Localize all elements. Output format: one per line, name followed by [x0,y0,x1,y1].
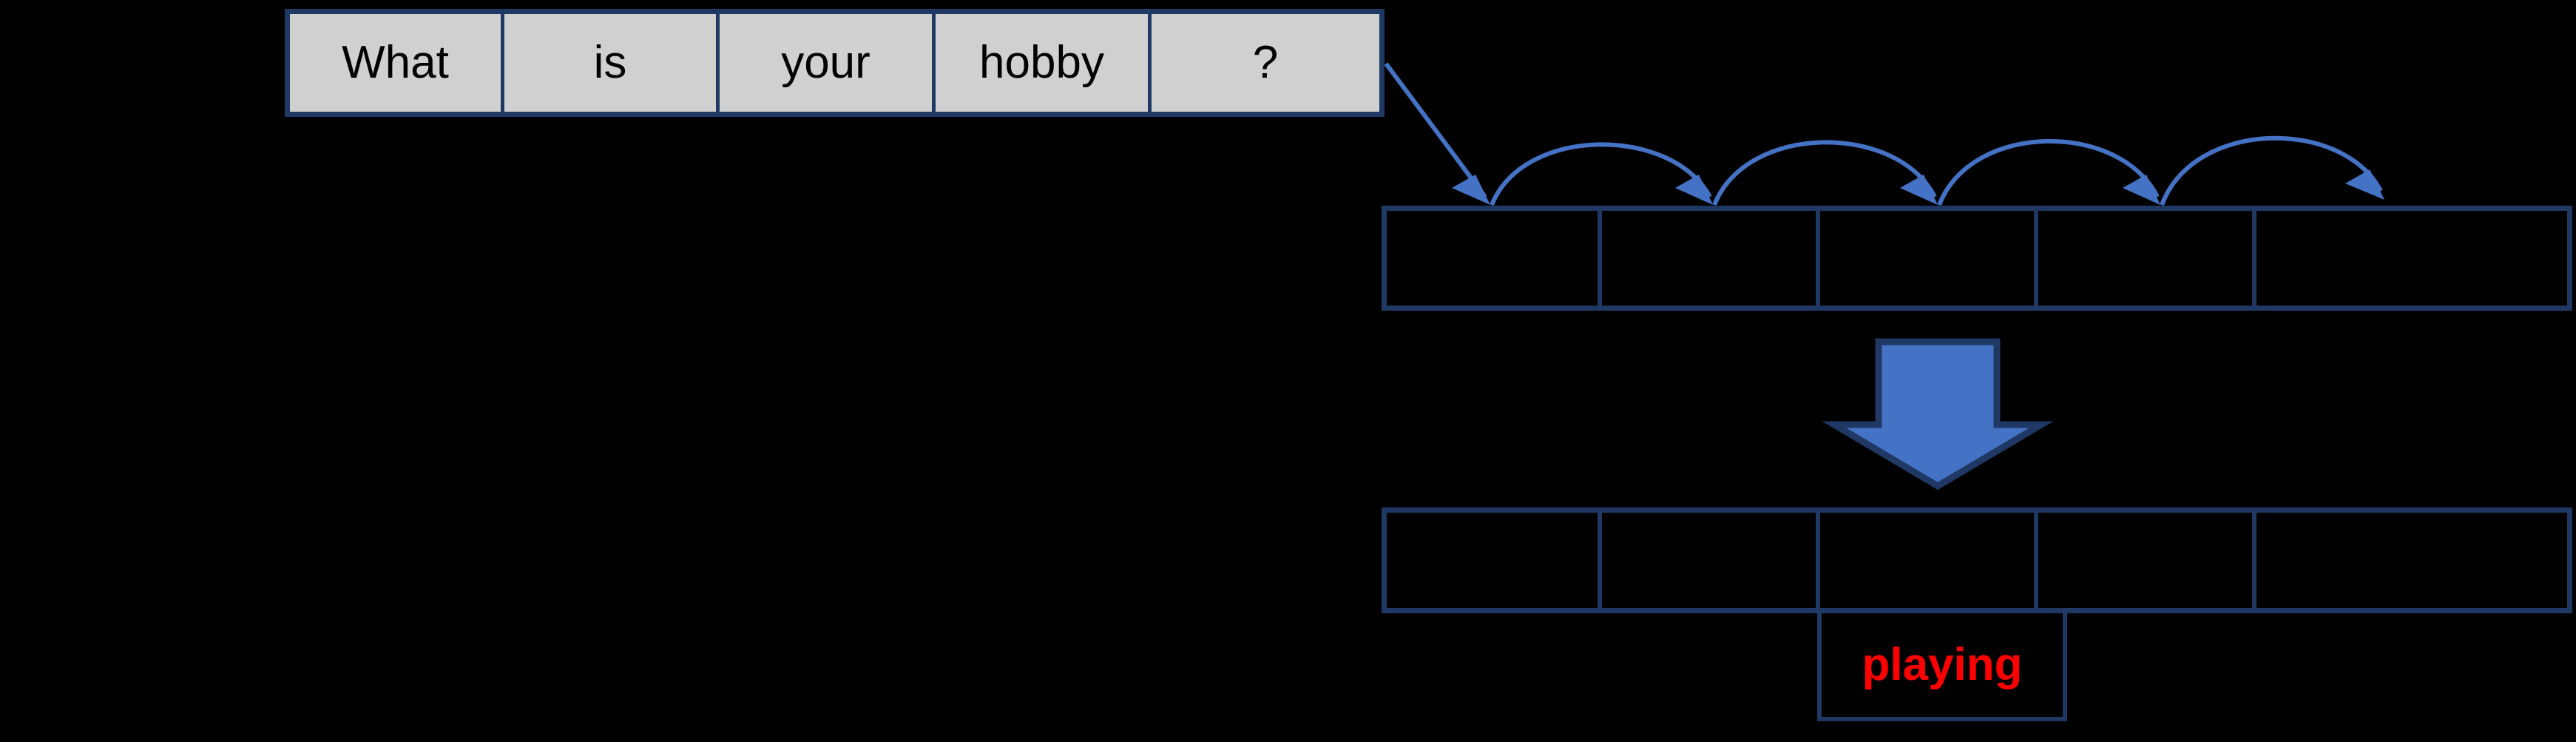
recurrent-arc-3 [1937,138,2160,206]
decoder-state-row [1382,507,2572,613]
encoder-state-cell-2[interactable] [1820,211,2038,306]
entry-arrow [1384,62,1490,205]
input-token-label-2: your [781,37,871,88]
recurrent-arc-1 [1490,142,1713,206]
decoder-state-cell-0[interactable] [1387,513,1602,608]
predicted-word-cell[interactable]: playing [1817,613,2067,721]
input-token-cell-4[interactable]: ? [1152,14,1379,112]
encoder-state-cell-1[interactable] [1602,211,1820,306]
decoder-state-cell-3[interactable] [2038,513,2256,608]
input-token-cell-3[interactable]: hobby [936,14,1152,112]
input-token-label-0: What [342,37,449,88]
input-token-row: What is your hobby ? [285,9,1385,117]
input-token-label-1: is [593,37,627,88]
input-token-cell-0[interactable]: What [290,14,504,112]
decoder-state-cell-1[interactable] [1602,513,1820,608]
input-token-label-4: ? [1252,37,1279,88]
input-token-label-3: hobby [979,37,1104,88]
encoder-state-row [1382,206,2572,311]
input-token-cell-2[interactable]: your [720,14,936,112]
input-token-cell-1[interactable]: is [504,14,720,112]
encoder-state-cell-0[interactable] [1387,211,1602,306]
predicted-word-label: playing [1862,639,2023,690]
encoder-state-cell-3[interactable] [2038,211,2256,306]
decoder-state-cell-2[interactable] [1820,513,2038,608]
decoder-state-cell-4[interactable] [2256,513,2567,608]
encoder-state-cell-4[interactable] [2256,211,2567,306]
recurrent-arc-2 [1712,140,1938,206]
recurrent-arc-4 [2160,135,2384,206]
encoder-to-decoder-arrow [1822,338,2054,490]
